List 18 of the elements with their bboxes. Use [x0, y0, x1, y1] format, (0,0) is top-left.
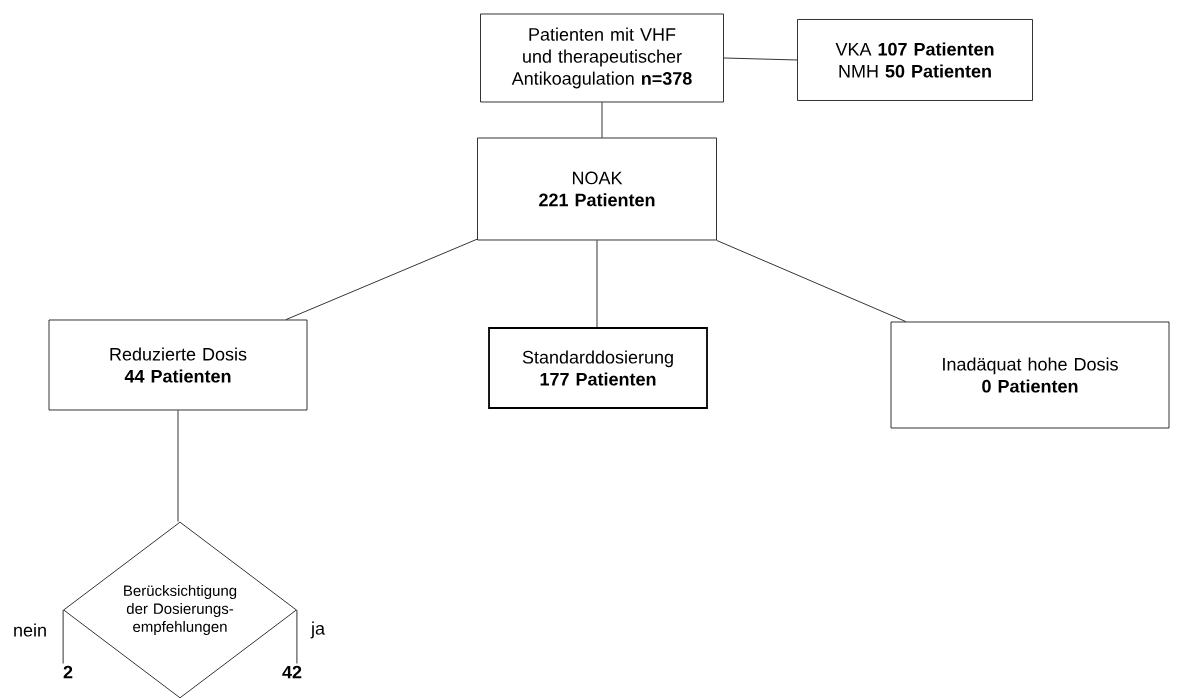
- process-box: NOAK 221 Patienten: [477, 137, 717, 241]
- process-box: VKA 107 Patienten NMH 50 Patienten: [797, 19, 1033, 101]
- count-text: 2: [63, 665, 73, 679]
- connector-line: [177, 410, 179, 522]
- connector-line: [596, 240, 598, 328]
- process-box: Inadäquat hohe Dosis 0 Patienten: [890, 321, 1170, 429]
- process-box: Patienten mit VHF und therapeutischer Antikoagulation n=378: [480, 13, 724, 103]
- connector-line: [296, 609, 298, 664]
- connector-line: [716, 240, 907, 322]
- process-box: Reduzierte Dosis 44 Patienten: [48, 319, 308, 411]
- edge-label: ja: [310, 620, 326, 640]
- count-text: 42: [282, 665, 302, 679]
- edge-label: nein: [12, 622, 49, 638]
- process-box: Standarddosierung 177 Patienten: [488, 327, 708, 409]
- connector-line: [601, 102, 603, 138]
- connector-line: [62, 609, 64, 664]
- connector-line: [723, 57, 798, 61]
- connector-line: [285, 238, 478, 320]
